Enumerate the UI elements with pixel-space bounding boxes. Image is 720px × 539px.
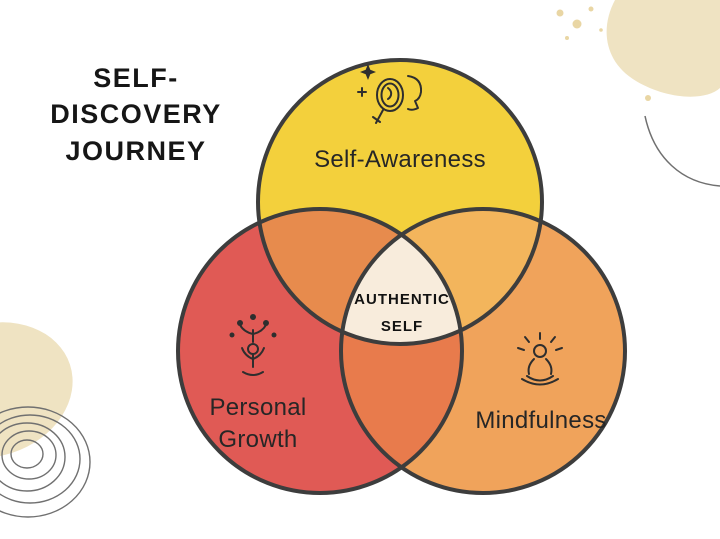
swirl-bottom-left [0,406,91,518]
blob-bottom-left [0,322,73,458]
circle-label-personal-growth: Personal Growth [209,394,307,453]
circle-label-mindfulness: Mindfulness [475,407,607,434]
center-label-line-2: SELF [380,318,424,335]
venn-fills [178,60,625,493]
blob-top-right [606,0,720,97]
growth-person-icon [229,314,277,376]
meditation-icon [517,332,563,386]
outline-curve-top-right [644,115,720,187]
mirror-face-icon [357,64,423,124]
center-intersection [341,209,462,344]
center-label: AUTHENTIC SELF [339,286,465,340]
title-line-2: JOURNEY [65,135,207,166]
center-label-line-1: AUTHENTIC [354,291,450,308]
page-title: SELF-DISCOVERY JOURNEY [8,60,264,169]
speckle-dots [556,6,651,101]
sparkle [360,64,376,80]
title-line-1: SELF-DISCOVERY [50,63,222,130]
venn-outlines [176,58,627,495]
circle-label-self-awareness: Self-Awareness [314,146,486,173]
